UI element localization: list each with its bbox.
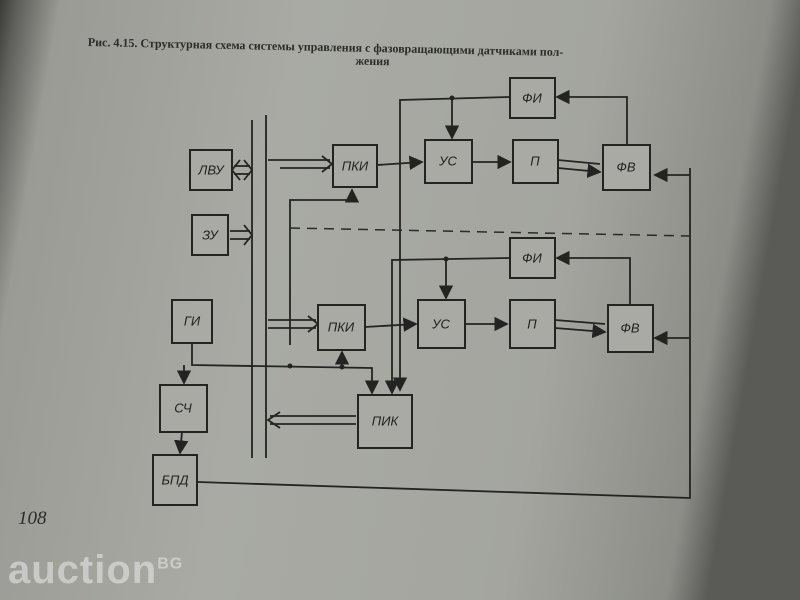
svg-text:УС: УС [438,153,457,168]
svg-text:УС: УС [431,316,450,331]
svg-text:ПИК: ПИК [372,413,400,428]
block-lvu: ЛВУ [189,149,233,191]
block-us-top: УС [424,139,473,184]
block-us-bottom: УС [417,299,466,349]
bus-pki-top-link [268,155,334,173]
block-zu: ЗУ [191,214,229,256]
pik-bus-link [266,411,356,429]
svg-text:ПКИ: ПКИ [342,158,369,173]
svg-text:ФВ: ФВ [620,320,639,335]
zu-bus-link [230,224,254,246]
block-bpd: БПД [152,454,198,506]
svg-text:ФИ: ФИ [522,250,542,265]
block-fv-bottom: ФВ [607,304,654,353]
channel-separator [289,227,691,237]
block-pki-bottom: ПКИ [317,304,366,351]
svg-text:ФВ: ФВ [616,159,635,174]
svg-text:ФИ: ФИ [522,90,542,105]
svg-text:ГИ: ГИ [184,313,201,328]
block-p-top: П [512,139,559,184]
bus-pki-bottom-link [268,315,320,333]
svg-text:БПД: БПД [161,472,188,487]
block-fv-top: ФВ [602,144,651,191]
lvu-bus-link [230,159,254,181]
watermark-logo: auctionBG [8,548,184,592]
block-sch: СЧ [159,384,208,433]
block-p-bottom: П [509,299,556,349]
page-number: 108 [18,508,47,529]
block-fi-top: ФИ [509,77,556,119]
svg-text:ЗУ: ЗУ [202,227,219,242]
svg-text:П: П [527,316,537,331]
block-gi: ГИ [171,299,213,344]
svg-text:СЧ: СЧ [174,400,192,415]
svg-text:П: П [530,153,540,168]
block-pki-top: ПКИ [332,144,378,188]
svg-text:ЛВУ: ЛВУ [197,162,225,177]
block-pik: ПИК [357,394,413,449]
svg-text:ПКИ: ПКИ [328,319,355,334]
block-fi-bottom: ФИ [509,237,556,279]
